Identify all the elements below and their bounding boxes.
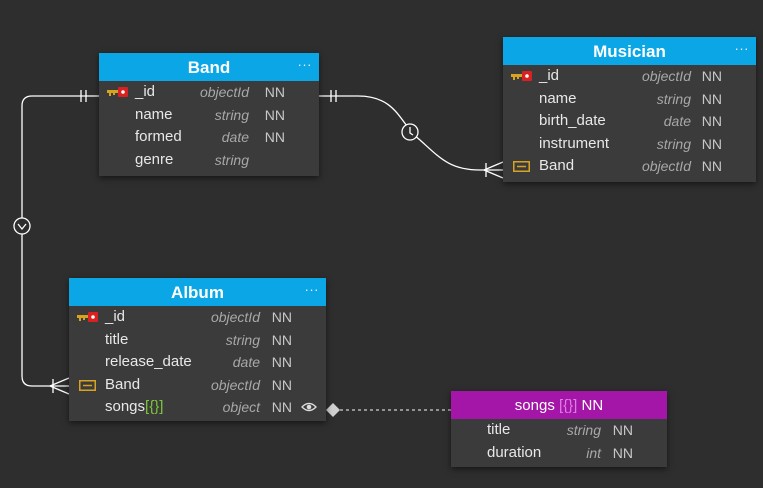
field-not-null: NN (271, 309, 292, 325)
field-name: birth_date (539, 112, 606, 129)
eye-icon[interactable] (301, 401, 317, 413)
musician-side-many-marker (483, 161, 504, 179)
field-row[interactable]: birth_date date NN (503, 110, 756, 133)
field-name: release_date (105, 353, 192, 370)
field-row[interactable]: Band objectId NN (69, 374, 326, 397)
band-musician-relationship-line (319, 95, 503, 171)
band-entity-header[interactable]: Band ··· (99, 53, 319, 81)
songs-subdocument[interactable]: songs [{}] NN title string NN duration i… (451, 391, 667, 467)
songs-not-null: NN (581, 397, 604, 414)
field-not-null: NN (271, 399, 292, 415)
album-entity-title: Album (171, 283, 224, 302)
musician-entity[interactable]: Musician ··· _id objectId NN name string… (503, 37, 756, 182)
field-row[interactable]: release_date date NN (69, 351, 326, 374)
field-not-null: NN (264, 84, 285, 100)
field-name: formed (135, 128, 182, 145)
more-options-icon[interactable]: ··· (304, 282, 319, 297)
field-type: object (222, 399, 260, 415)
field-type: string (566, 422, 601, 438)
field-row[interactable]: name string NN (99, 104, 319, 127)
foreign-key-icon (79, 379, 96, 391)
primary-key-icon (107, 87, 128, 97)
field-row[interactable]: _id objectId NN (69, 306, 326, 329)
field-not-null: NN (271, 376, 292, 393)
field-name: _id (539, 67, 560, 84)
field-not-null: NN (701, 113, 722, 129)
field-type: string (656, 135, 691, 152)
primary-key-icon (511, 71, 532, 81)
array-bracket: [{}] (559, 397, 578, 414)
foreign-key-icon (513, 161, 530, 172)
field-name: songs[{}] (105, 396, 163, 419)
album-entity[interactable]: Album ··· _id objectId NN title string N… (69, 278, 326, 421)
field-not-null: NN (612, 422, 633, 438)
field-type: objectId (641, 68, 691, 84)
field-row[interactable]: title string NN (451, 419, 667, 442)
field-name: Band (105, 375, 141, 393)
field-row[interactable]: duration int NN (451, 442, 667, 465)
field-not-null: NN (701, 68, 722, 84)
field-row[interactable]: Band objectId NN (503, 155, 756, 178)
field-name: Band (539, 157, 575, 174)
field-name: genre (135, 150, 174, 168)
field-name: name (539, 89, 577, 107)
musician-entity-header[interactable]: Musician ··· (503, 37, 756, 65)
field-not-null: NN (264, 106, 285, 123)
field-row[interactable]: name string NN (503, 88, 756, 111)
field-name: duration (487, 443, 542, 461)
primary-key-icon (77, 312, 98, 322)
field-row[interactable]: title string NN (69, 329, 326, 352)
field-name: instrument (539, 134, 610, 152)
field-not-null: NN (264, 129, 285, 145)
field-type: objectId (199, 84, 249, 100)
field-type: objectId (210, 376, 260, 393)
field-type: objectId (210, 309, 260, 325)
field-not-null: NN (701, 158, 722, 174)
field-not-null: NN (701, 90, 722, 107)
field-type: date (663, 113, 691, 129)
field-row[interactable]: genre string (99, 149, 319, 172)
field-name: title (105, 330, 129, 348)
more-options-icon[interactable]: ··· (734, 41, 749, 56)
musician-entity-title: Musician (593, 42, 666, 61)
songs-subdocument-header[interactable]: songs [{}] NN (451, 391, 667, 419)
field-not-null: NN (271, 331, 292, 348)
field-name: _id (135, 83, 156, 100)
band-album-relationship-line (21, 95, 99, 387)
field-row[interactable]: _id objectId NN (503, 65, 756, 88)
field-type: int (586, 444, 601, 461)
chevron-down-icon (17, 223, 27, 231)
band-entity[interactable]: Band ··· _id objectId NN name string NN … (99, 53, 319, 176)
field-type: string (214, 151, 249, 168)
field-type: string (656, 90, 691, 107)
more-options-icon[interactable]: ··· (297, 57, 312, 72)
field-not-null: NN (612, 444, 633, 461)
array-bracket: [{}] (145, 398, 164, 415)
field-row[interactable]: instrument string NN (503, 133, 756, 156)
album-entity-header[interactable]: Album ··· (69, 278, 326, 306)
field-type: objectId (641, 158, 691, 174)
field-row[interactable]: _id objectId NN (99, 81, 319, 104)
embed-diamond-icon (326, 403, 340, 417)
field-type: string (214, 106, 249, 123)
field-name: name (135, 105, 173, 123)
songs-subdocument-title: songs (514, 397, 555, 414)
field-name: title (487, 421, 511, 438)
field-type: date (232, 354, 260, 370)
field-not-null: NN (701, 135, 722, 152)
field-name-text: songs (105, 398, 146, 415)
field-name: _id (105, 308, 126, 325)
clock-hand-icon (409, 127, 414, 136)
field-type: date (221, 129, 249, 145)
field-row[interactable]: songs[{}] object NN (69, 396, 326, 419)
field-row[interactable]: formed date NN (99, 126, 319, 149)
field-not-null: NN (271, 354, 292, 370)
field-type: string (225, 331, 260, 348)
band-entity-title: Band (187, 58, 231, 77)
